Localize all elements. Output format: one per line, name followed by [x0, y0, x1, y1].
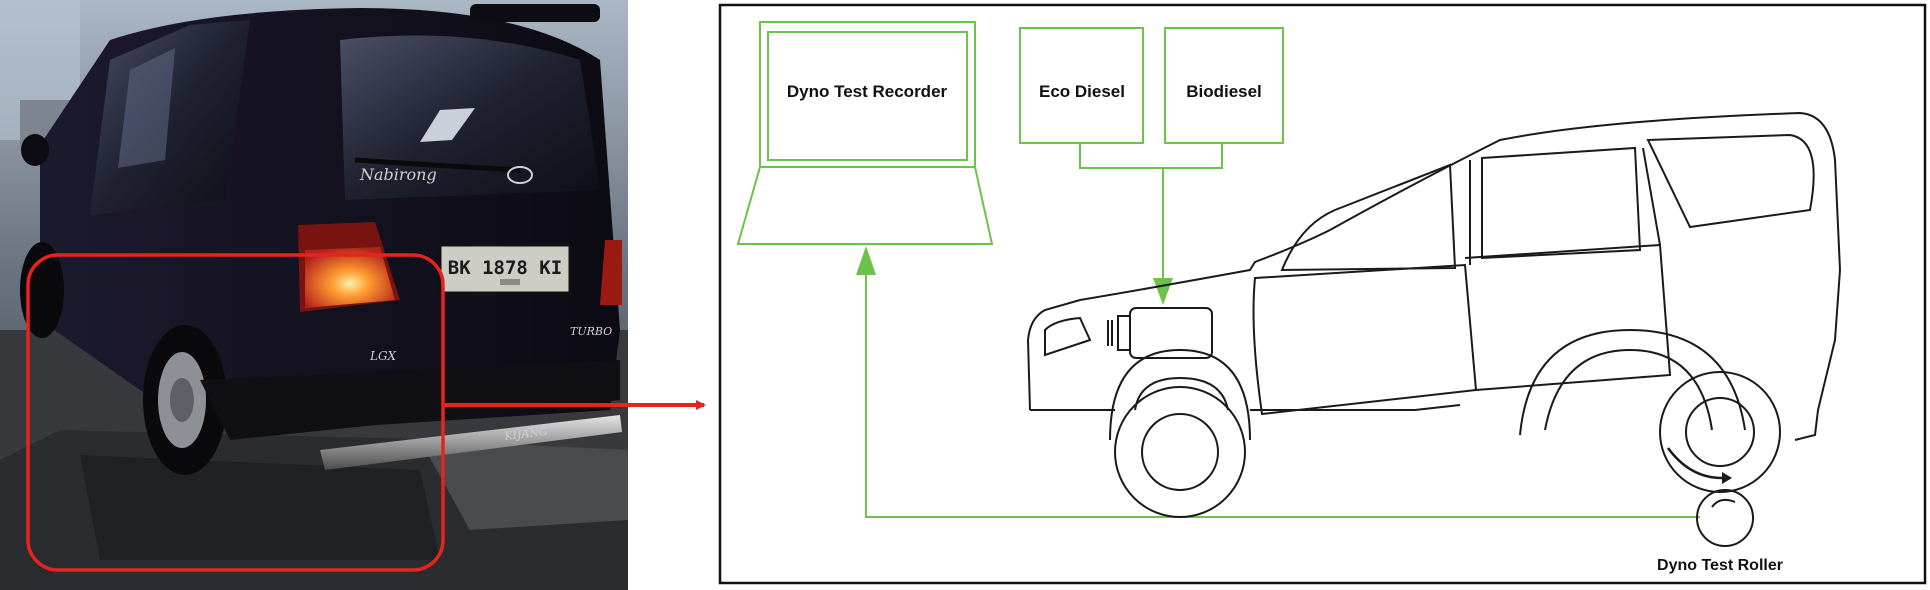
dyno-roller: [1696, 489, 1754, 547]
rear-window: [340, 35, 600, 200]
plate-text: BK 1878 KI: [448, 257, 562, 279]
rear-wheel: [143, 325, 227, 475]
laptop-base: [736, 166, 994, 245]
badge-lgx: LGX: [369, 349, 397, 363]
diagram-frame: [718, 3, 1927, 585]
highlight-box: [26, 253, 445, 572]
laptop-recorder: Dyno Test Recorder: [736, 21, 994, 245]
middle-window: [1481, 146, 1642, 260]
front-wheel: [20, 242, 64, 338]
fuel-feed-lines: [1079, 143, 1223, 280]
biodiesel-box: [1164, 27, 1284, 144]
car-outline: [1026, 111, 1842, 441]
bumper-text: KIJANG: [503, 425, 549, 443]
rear-side-window: [1646, 133, 1815, 229]
vehicle-photo: Nabirong BK 1878 KI LGX TURBO: [0, 0, 628, 590]
headlight: [1044, 316, 1092, 357]
rear-wheel-outline: [1659, 371, 1781, 493]
schematic-diagram: Dyno Test Recorder Eco Diesel Biodiesel: [718, 3, 1927, 585]
signal-line: [865, 272, 1700, 518]
eco-diesel-box: [1019, 27, 1144, 144]
eco-diesel-label: Eco Diesel: [1039, 82, 1125, 101]
rotation-arrow-icon: [1666, 447, 1723, 480]
signal-arrow-head: [856, 246, 876, 275]
brand-script: Nabirong: [359, 165, 437, 184]
roller-rotation-icon: [1711, 498, 1736, 508]
right-tail-light: [600, 240, 622, 305]
front-window: [1280, 163, 1457, 272]
recorder-label: Dyno Test Recorder: [787, 82, 948, 101]
badge-turbo: TURBO: [570, 325, 612, 338]
suv-rear-view: Nabirong BK 1878 KI LGX TURBO: [20, 4, 622, 475]
dyno-ramp: [80, 455, 440, 560]
spoiler: [470, 4, 600, 22]
brand-emblem: [507, 166, 533, 184]
exhaust-bar: [320, 415, 622, 470]
side-mirror: [21, 134, 49, 166]
roller-label: Dyno Test Roller: [1657, 557, 1783, 574]
rear-bumper: [200, 360, 620, 440]
front-wheel-outline: [1114, 386, 1246, 518]
biodiesel-label: Biodiesel: [1186, 82, 1262, 101]
